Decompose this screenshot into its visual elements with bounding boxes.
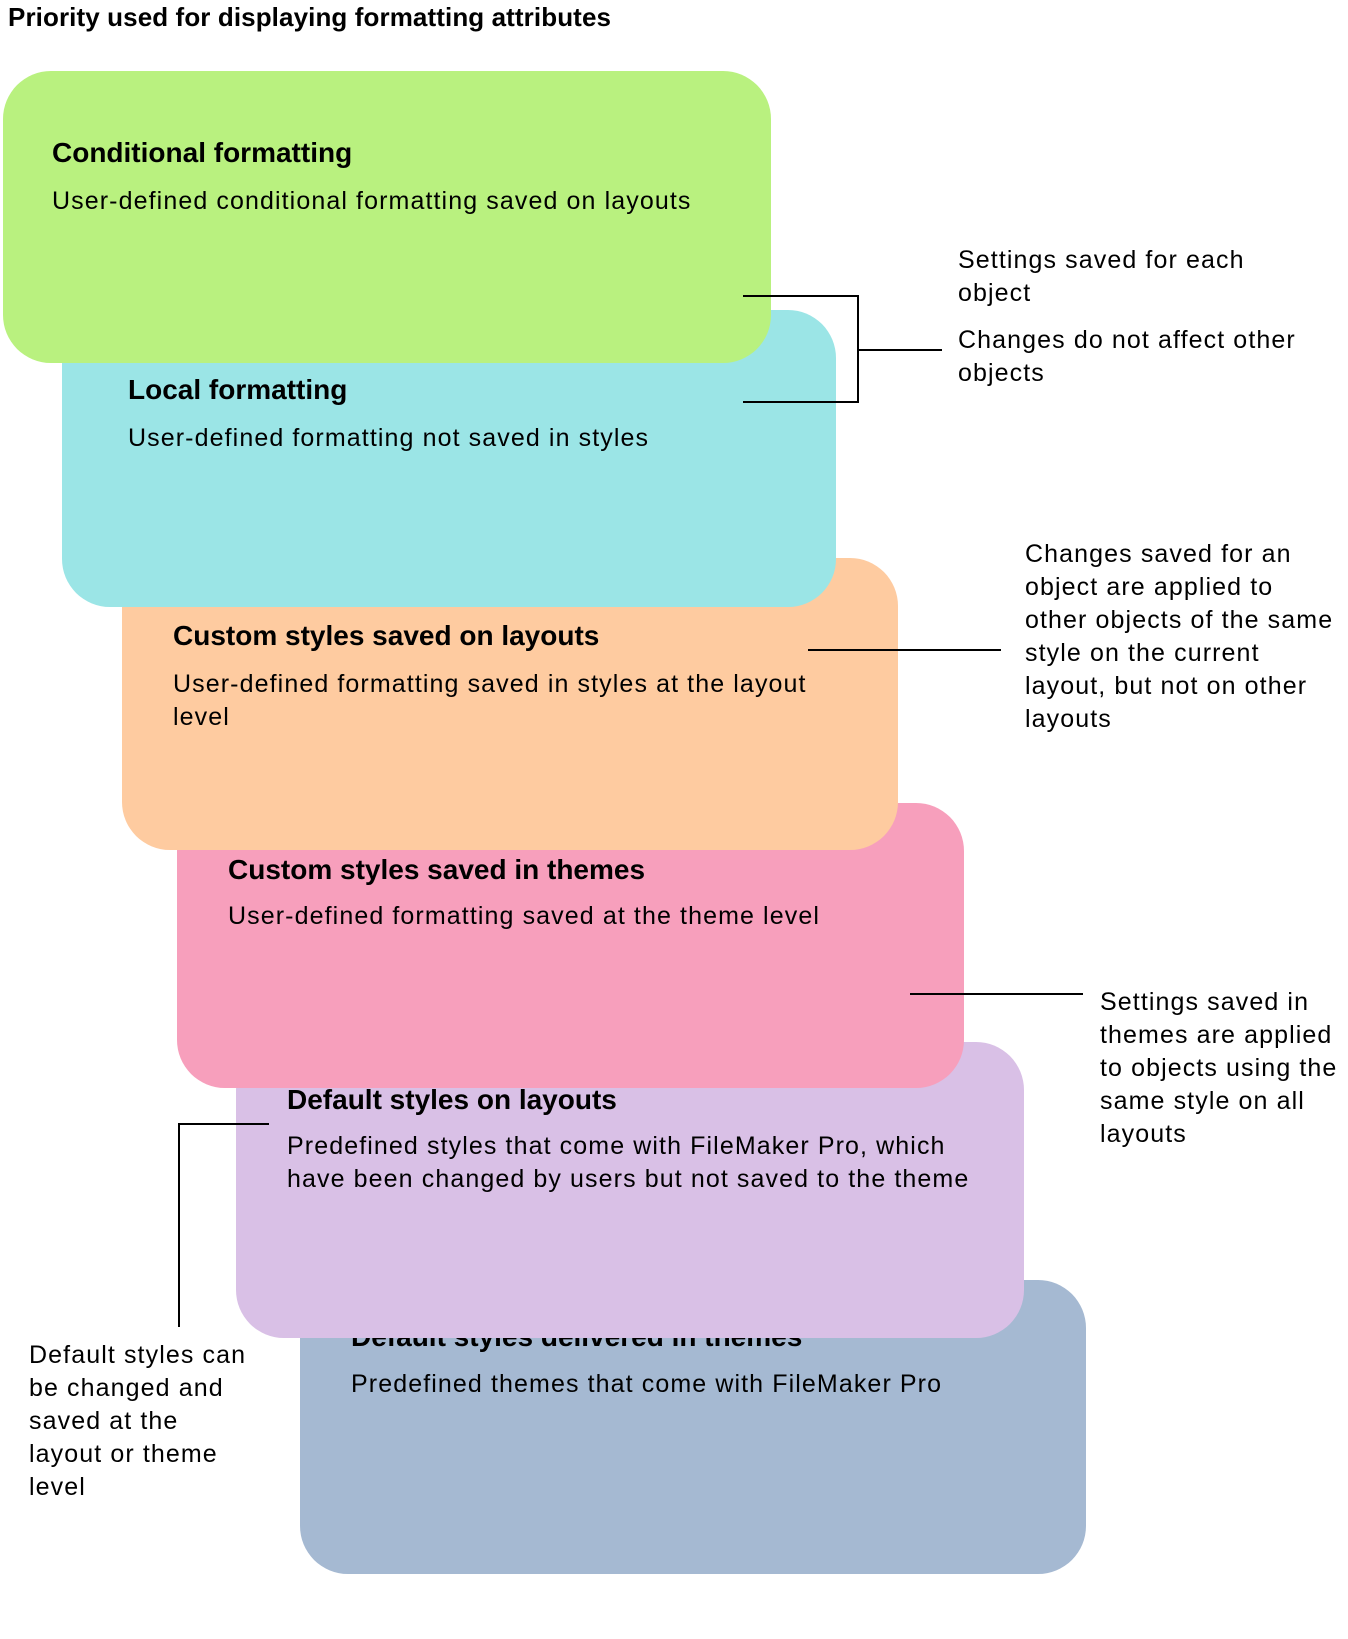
note-default-styles: Default styles can be changed and saved … <box>29 1341 247 1501</box>
box-heading: Default styles on layouts <box>287 1084 617 1115</box>
box-heading: Local formatting <box>128 374 348 405</box>
note-theme-styles: Settings saved in themes are applied to … <box>1100 988 1338 1148</box>
box-heading: Custom styles saved on layouts <box>173 620 600 651</box>
box-conditional-formatting: Conditional formatting User-defined cond… <box>3 71 771 363</box>
box-heading: Conditional formatting <box>52 137 353 168</box>
note-object-changes: Changes do not affect other objects <box>958 326 1296 387</box>
box-description: Predefined styles that come with FileMak… <box>287 1132 970 1193</box>
box-heading: Custom styles saved in themes <box>228 854 646 885</box>
box-description: User-defined formatting saved at the the… <box>228 902 820 930</box>
box-description: User-defined conditional formatting save… <box>52 187 692 215</box>
box-default-styles-layouts: Default styles on layouts Predefined sty… <box>236 1042 1024 1338</box>
box-description: User-defined formatting saved in styles … <box>173 670 807 731</box>
box-description: Predefined themes that come with FileMak… <box>351 1370 943 1398</box>
note-object-settings: Settings saved for each object <box>958 246 1245 307</box>
connector-default-styles <box>178 1123 269 1327</box>
box-custom-styles-themes: Custom styles saved in themes User-defin… <box>177 803 964 1088</box>
box-description: User-defined formatting not saved in sty… <box>128 424 650 452</box>
connector-group <box>178 295 1083 1327</box>
diagram-title: Priority used for displaying formatting … <box>8 2 612 32</box>
bracket-object-settings <box>743 295 859 403</box>
note-layout-styles: Changes saved for an object are applied … <box>1025 540 1334 733</box>
